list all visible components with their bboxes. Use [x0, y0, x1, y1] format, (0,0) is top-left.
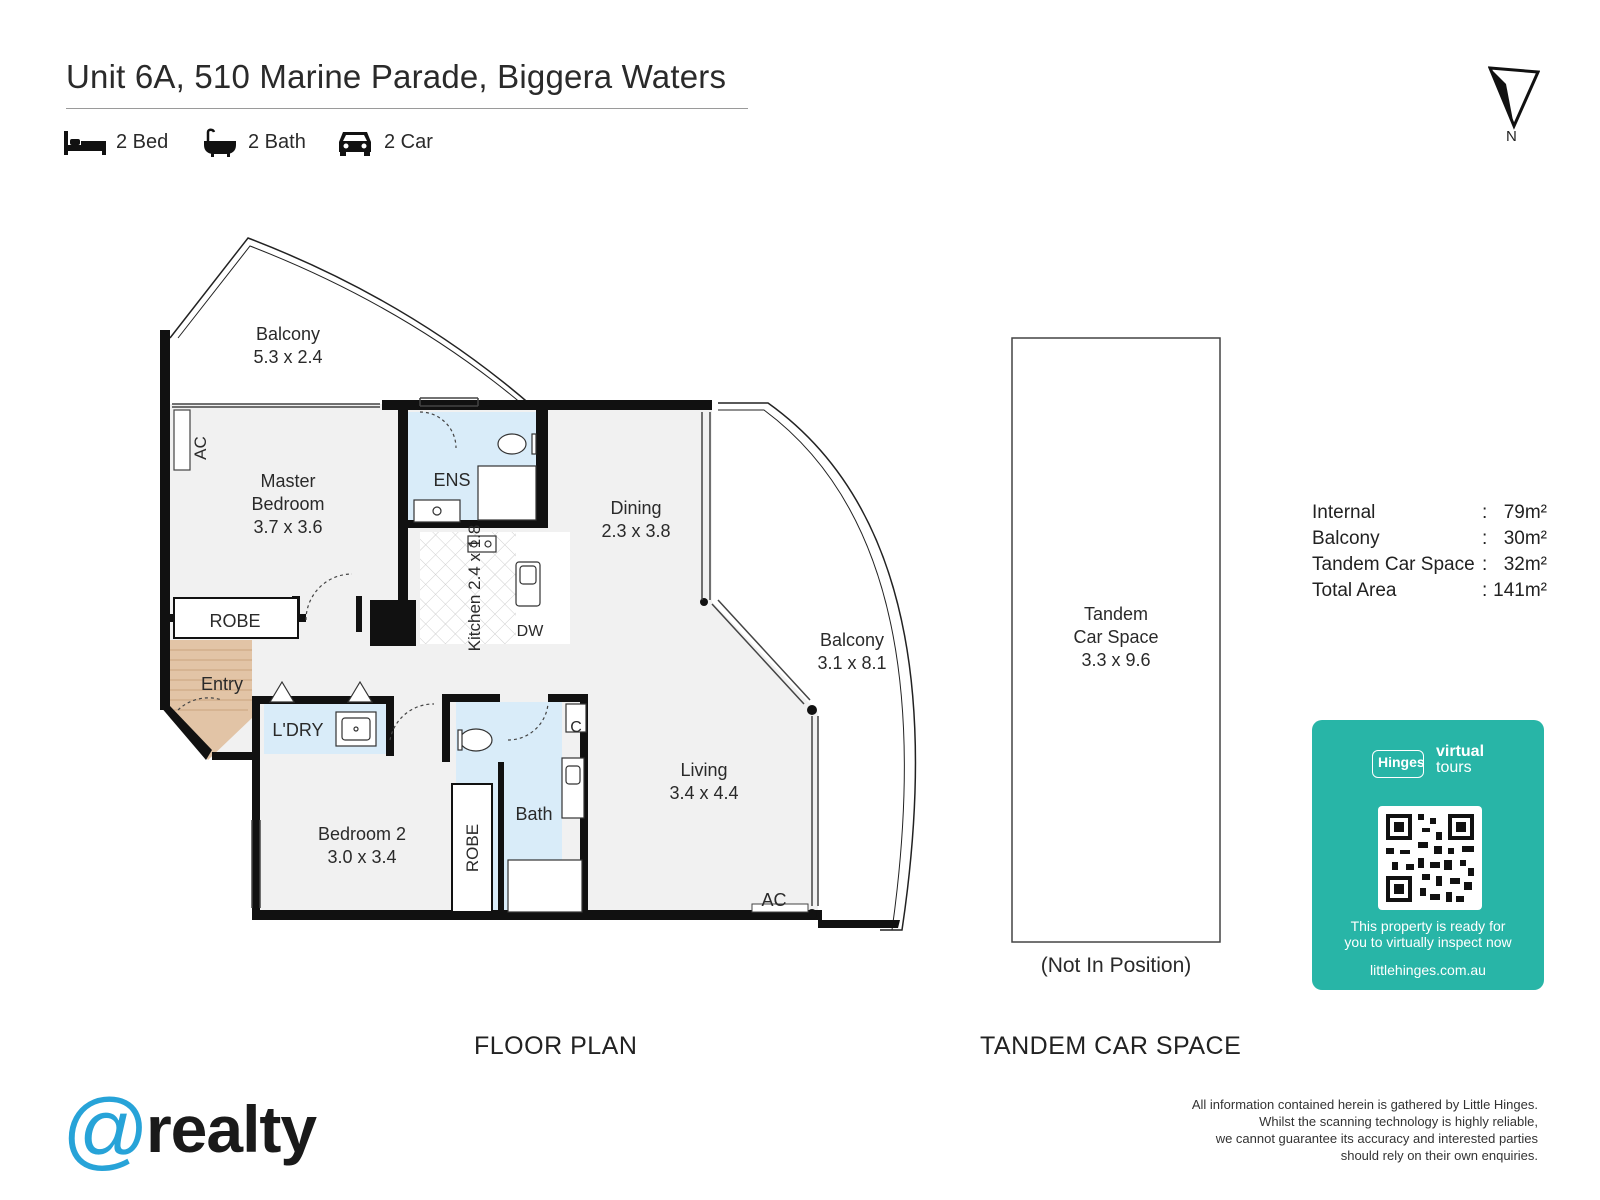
feature-bed: 2 Bed: [64, 122, 168, 162]
title-divider: [66, 108, 748, 109]
laundry-label: L'DRY: [272, 720, 323, 740]
area-summary: Internal : 79m² Balcony : 30m² Tandem Ca…: [1312, 500, 1552, 604]
balcony-top-name: Balcony: [256, 324, 320, 344]
tandem-note: (Not In Position): [1041, 954, 1192, 977]
area-separator: :: [1482, 502, 1488, 523]
feature-car: 2 Car: [336, 122, 433, 162]
bathtub-icon: [204, 128, 236, 157]
ac-master-label: AC: [191, 436, 210, 460]
floor-plan-caption: FLOOR PLAN: [474, 1032, 638, 1060]
walls: [160, 330, 900, 928]
virtual-tour-message: This property is ready for you to virtua…: [1312, 918, 1544, 950]
little-hinges-logo-box: [1372, 750, 1424, 778]
bath-label: Bath: [515, 804, 552, 824]
bedroom2-name: Bedroom 2: [318, 824, 406, 844]
bed-icon: [64, 131, 106, 155]
ac-living-label: AC: [761, 890, 786, 910]
qr-code-icon[interactable]: [1378, 806, 1482, 910]
kitchen-label: Kitchen 2.4 x 1.8: [465, 525, 484, 652]
feature-bath-label: 2 Bath: [248, 130, 306, 153]
kitchen-fixtures: [467, 535, 541, 607]
car-icon: [339, 132, 371, 156]
balcony-side-name: Balcony: [820, 630, 884, 650]
property-address-title: Unit 6A, 510 Marine Parade, Biggera Wate…: [66, 58, 727, 95]
area-label: Internal: [1312, 502, 1376, 523]
virtual-tour-message-line-2: you to virtually inspect now: [1344, 934, 1512, 950]
disclaimer-line: should rely on their own enquiries.: [1340, 1148, 1538, 1163]
area-value: 79m²: [1503, 502, 1547, 523]
robe-bedroom2-box: [451, 783, 493, 913]
tandem-car-space-outline: [1011, 337, 1221, 943]
laundry-fixtures: [335, 711, 377, 747]
ac-unit-living: [751, 903, 809, 913]
area-value: 141m²: [1493, 580, 1547, 601]
north-label: N: [1506, 128, 1517, 145]
realty-logo-at: @: [62, 1082, 150, 1178]
living-name: Living: [680, 760, 727, 780]
area-value: 30m²: [1503, 528, 1547, 549]
tours-label: tours: [1436, 759, 1472, 776]
tandem-dims: 3.3 x 9.6: [1081, 650, 1150, 670]
entry-label: Entry: [201, 674, 243, 694]
realty-logo-word: realty: [146, 1092, 317, 1166]
area-row: Tandem Car Space : 32m²: [1312, 552, 1552, 578]
area-separator: :: [1482, 528, 1488, 549]
balcony-top-dims: 5.3 x 2.4: [253, 347, 322, 367]
dining-name: Dining: [610, 498, 661, 518]
master-bedroom-dims: 3.7 x 3.6: [253, 517, 322, 537]
area-value: 32m²: [1503, 554, 1547, 575]
virtual-label: virtual: [1436, 743, 1485, 760]
area-row: Balcony : 30m²: [1312, 526, 1552, 552]
area-label: Tandem Car Space: [1312, 554, 1475, 575]
north-arrow-icon: [1488, 66, 1540, 130]
tandem-label-2: Car Space: [1073, 627, 1158, 647]
virtual-tour-message-line-1: This property is ready for: [1350, 918, 1506, 934]
area-separator: :: [1482, 554, 1488, 575]
area-label: Balcony: [1312, 528, 1380, 549]
virtual-tour-url[interactable]: littlehinges.com.au: [1370, 962, 1486, 978]
ac-unit-master: [173, 409, 191, 471]
side-balcony-outline: [718, 402, 917, 931]
feature-car-label: 2 Car: [384, 130, 433, 153]
master-bedroom-name-2: Bedroom: [251, 494, 324, 514]
robe-master-box: [173, 597, 299, 639]
area-row: Total Area : 141m²: [1312, 578, 1552, 604]
robe-master-label: ROBE: [209, 611, 260, 631]
disclaimer-line: we cannot guarantee its accuracy and int…: [1215, 1131, 1538, 1146]
disclaimer: All information contained herein is gath…: [1108, 1096, 1538, 1164]
little-hinges-logo-text: Hinges: [1378, 754, 1425, 770]
feature-bath: 2 Bath: [202, 122, 306, 162]
balcony-side-dims: 3.1 x 8.1: [817, 653, 886, 673]
floor-area: [168, 404, 818, 920]
dining-dims: 2.3 x 3.8: [601, 521, 670, 541]
area-label: Total Area: [1312, 580, 1397, 601]
closet-label: C: [570, 719, 582, 736]
ensuite-label: ENS: [433, 470, 470, 490]
feature-bed-label: 2 Bed: [116, 130, 169, 153]
disclaimer-line: Whilst the scanning technology is highly…: [1259, 1114, 1538, 1129]
area-separator: :: [1482, 580, 1488, 601]
bath-fixtures: [457, 703, 587, 913]
dishwasher-label: DW: [517, 623, 545, 640]
top-balcony-outline: [169, 237, 533, 407]
tandem-label-1: Tandem: [1084, 604, 1148, 624]
tandem-caption: TANDEM CAR SPACE: [980, 1032, 1242, 1060]
living-dims: 3.4 x 4.4: [669, 783, 738, 803]
area-row: Internal : 79m²: [1312, 500, 1552, 526]
ensuite-fixtures: [413, 433, 537, 523]
master-bedroom-name-1: Master: [260, 471, 315, 491]
virtual-tour-card[interactable]: Hinges virtual tours This property is re…: [1312, 720, 1544, 990]
robe-bedroom2-label: ROBE: [463, 824, 482, 872]
disclaimer-line: All information contained herein is gath…: [1191, 1097, 1538, 1112]
bedroom2-dims: 3.0 x 3.4: [327, 847, 396, 867]
